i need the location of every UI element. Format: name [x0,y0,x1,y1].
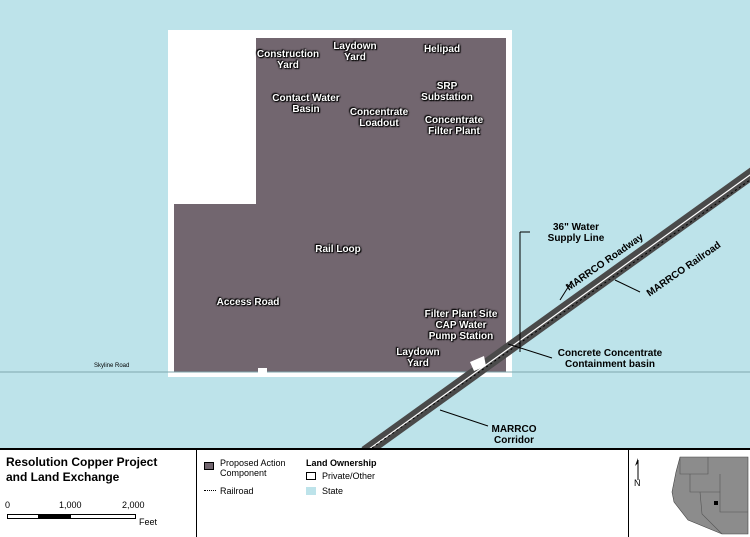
locator-map [635,456,749,535]
roadway-leader [559,280,573,301]
scale-seg-2 [38,514,71,519]
swatch-proposed [204,462,214,470]
county-lines [679,457,748,535]
marrco-roadway-line [369,174,750,448]
label-skyline-road: Skyline Road [94,363,130,369]
legend-divider-1 [196,450,197,537]
label-helipad: Helipad [423,44,461,55]
legend-state-label: State [322,486,344,496]
map-canvas [0,0,750,448]
road-gap [258,368,267,374]
swatch-private [306,472,316,480]
legend-divider-2 [628,450,629,537]
basin-leader [507,343,553,359]
scale-seg-1 [7,514,39,519]
land-ownership-heading: Land Ownership [306,458,377,468]
corridor-crossing [470,356,486,371]
scale-tick-2000: 2,000 [122,500,145,510]
project-location-marker [714,501,718,505]
label-access-road: Access Road [216,297,280,308]
north-label: N [634,478,641,488]
north-arrowhead-icon [635,458,638,466]
legend-private-label: Private/Other [322,471,376,481]
railroad-icon [204,490,216,491]
scale-seg-3 [70,514,136,519]
marrco-railroad-line [371,179,750,448]
swatch-state [306,487,316,495]
scale-tick-1000: 1,000 [59,500,82,510]
railroad-leader [614,279,641,293]
corridor-leader [439,409,489,427]
scale-unit: Feet [139,517,158,527]
legend-railroad-label: Railroad [220,486,254,496]
proposed-action-area [174,38,506,372]
label-rail-loop: Rail Loop [315,244,361,255]
arizona-outline [671,456,749,535]
scale-tick-0: 0 [5,500,11,510]
